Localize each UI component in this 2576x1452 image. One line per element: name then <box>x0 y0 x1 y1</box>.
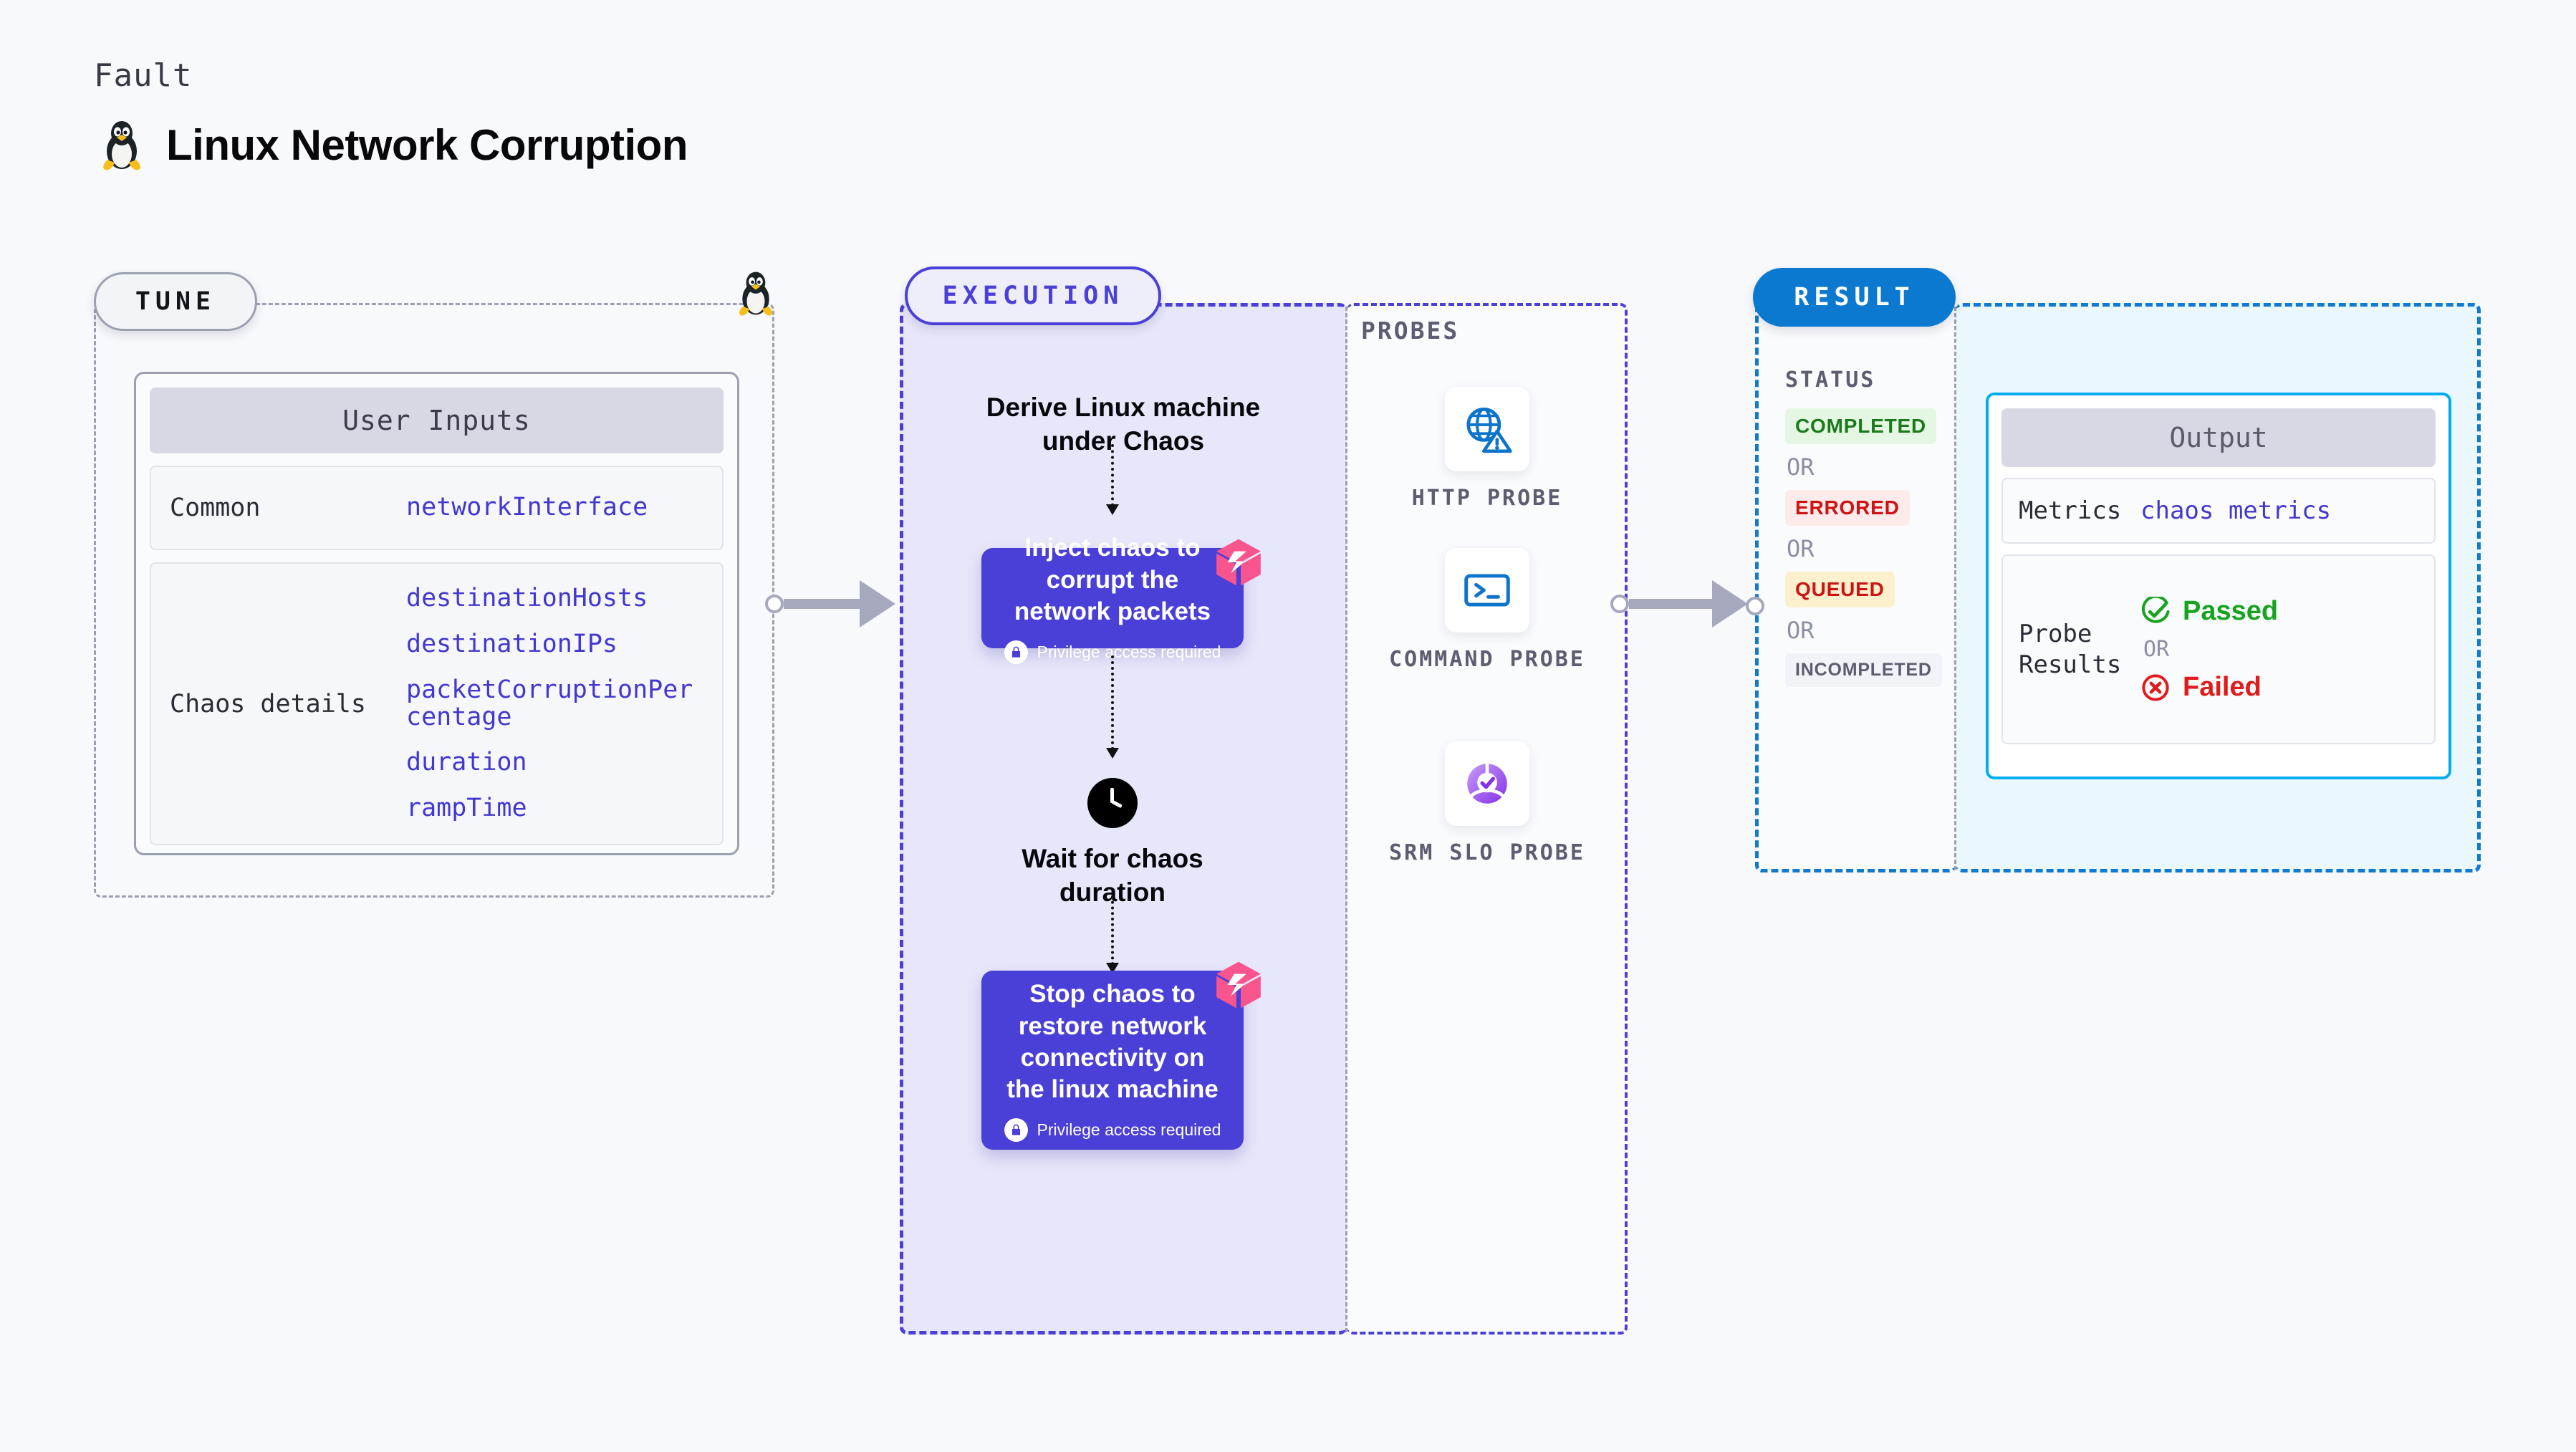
page-title-text: Linux Network Corruption <box>166 120 688 169</box>
tune-param[interactable]: duration <box>406 748 527 777</box>
result-pill-label[interactable]: RESULT <box>1753 268 1956 327</box>
tune-panel: User Inputs Common networkInterface Chao… <box>94 303 774 898</box>
user-inputs-title: User Inputs <box>150 388 724 453</box>
flow-arrow-3 <box>1106 895 1119 973</box>
probe-http[interactable]: HTTP PROBE <box>1347 387 1628 513</box>
probe-command[interactable]: COMMAND PROBE <box>1347 548 1628 674</box>
status-badge-completed: COMPLETED <box>1785 408 1950 444</box>
probe-tile <box>1445 387 1529 471</box>
status-or: OR <box>1787 453 1815 481</box>
output-card: Output Metrics chaos metrics Probe Resul… <box>1986 393 2451 779</box>
output-row-probe-results: Probe Results Passed OR Faile <box>2001 554 2436 744</box>
tune-row-chaos-details: Chaos details destinationHosts destinati… <box>150 562 724 845</box>
status-badge-errored: ERRORED <box>1785 490 1950 526</box>
page-title: Linux Network Corruption <box>99 118 688 171</box>
output-row-key: Probe Results <box>2019 620 2122 679</box>
privilege-note: Privilege access required <box>1004 640 1221 664</box>
tune-param[interactable]: destinationIPs <box>406 629 618 658</box>
metrics-link[interactable]: chaos metrics <box>2140 496 2332 525</box>
privilege-note-text: Privilege access required <box>1037 1120 1221 1139</box>
failed-label: Failed <box>2183 672 2262 702</box>
connector-arrowhead <box>1712 580 1748 628</box>
probe-srm-slo[interactable]: SRM SLO PROBE <box>1347 741 1628 867</box>
output-title: Output <box>2001 408 2436 467</box>
lock-icon <box>1004 640 1028 664</box>
tune-param[interactable]: rampTime <box>406 794 527 823</box>
probe-label: SRM SLO PROBE <box>1389 840 1585 865</box>
status-badge-queued: QUEUED <box>1785 572 1950 607</box>
connector-start-dot <box>765 595 784 613</box>
globe-warning-icon <box>1466 407 1512 453</box>
status-or: OR <box>1787 617 1815 644</box>
passed-label: Passed <box>2183 596 2279 626</box>
probes-title: PROBES <box>1361 317 1460 345</box>
privilege-note-text: Privilege access required <box>1037 642 1221 661</box>
probes-panel <box>1347 303 1628 1335</box>
harness-chaos-corner-icon <box>1216 961 1261 1009</box>
output-row-key: Metrics <box>2019 496 2122 525</box>
probe-label: COMMAND PROBE <box>1389 647 1585 672</box>
connector-end-dot <box>1746 597 1764 615</box>
user-inputs-card: User Inputs Common networkInterface Chao… <box>134 372 739 855</box>
clock-icon <box>1087 778 1138 828</box>
harness-chaos-corner-icon <box>1216 539 1261 586</box>
probe-tile <box>1445 741 1529 826</box>
execution-step-stop-chaos[interactable]: Stop chaos to restore network connectivi… <box>981 971 1244 1150</box>
flow-arrow-2 <box>1106 655 1119 759</box>
chaos-box-title: Stop chaos to restore network connectivi… <box>1006 980 1219 1104</box>
tune-param[interactable]: destinationHosts <box>406 584 648 613</box>
probe-result-values: Passed OR Failed <box>2140 596 2278 703</box>
tune-row-values: destinationHosts destinationIPs packetCo… <box>406 585 703 822</box>
x-circle-icon <box>2142 673 2169 701</box>
terminal-icon <box>1464 574 1510 607</box>
flow-arrow-1 <box>1106 444 1119 515</box>
fault-kicker: Fault <box>94 57 193 94</box>
status-list: COMPLETED OR ERRORED OR QUEUED OR INCOMP… <box>1785 408 1950 687</box>
slo-donut-check-icon <box>1467 762 1507 804</box>
connector-execution-to-result <box>1610 580 1768 628</box>
execution-step-derive: Derive Linux machine under Chaos <box>986 393 1261 456</box>
connector-tune-to-execution <box>765 580 908 628</box>
linux-tux-icon-marker <box>739 271 773 316</box>
lock-icon <box>1004 1117 1028 1142</box>
tune-param[interactable]: networkInterface <box>406 493 648 522</box>
probe-result-failed: Failed <box>2140 672 2278 703</box>
probe-label: HTTP PROBE <box>1411 486 1563 511</box>
connector-arrowhead <box>860 580 895 628</box>
execution-pill-label[interactable]: EXECUTION <box>905 266 1161 325</box>
status-title: STATUS <box>1785 367 1876 393</box>
tune-pill-label[interactable]: TUNE <box>94 272 257 331</box>
result-divider <box>1954 307 1956 870</box>
probes-divider <box>1345 307 1347 1332</box>
tune-row-key: Common <box>170 494 261 522</box>
tune-param[interactable]: packetCorruptionPercentage <box>406 675 693 731</box>
linux-tux-icon <box>103 121 140 170</box>
probe-tile <box>1445 548 1529 633</box>
connector-line <box>1629 599 1714 609</box>
chaos-box-title: Inject chaos to corrupt the network pack… <box>1014 534 1211 626</box>
check-circle-icon <box>2141 596 2170 623</box>
tune-row-common: Common networkInterface <box>150 466 724 550</box>
probe-result-or: OR <box>2143 637 2170 662</box>
connector-start-dot <box>1610 595 1629 613</box>
privilege-note: Privilege access required <box>1004 1117 1221 1142</box>
status-or: OR <box>1787 535 1815 562</box>
execution-step-inject-chaos[interactable]: Inject chaos to corrupt the network pack… <box>981 534 1244 664</box>
tune-row-key: Chaos details <box>170 689 366 718</box>
connector-line <box>784 599 861 609</box>
status-badge-incompleted: INCOMPLETED <box>1785 653 1950 687</box>
output-row-metrics: Metrics chaos metrics <box>2001 478 2436 544</box>
tune-row-values: networkInterface <box>406 494 648 521</box>
probe-result-passed: Passed <box>2140 596 2278 627</box>
